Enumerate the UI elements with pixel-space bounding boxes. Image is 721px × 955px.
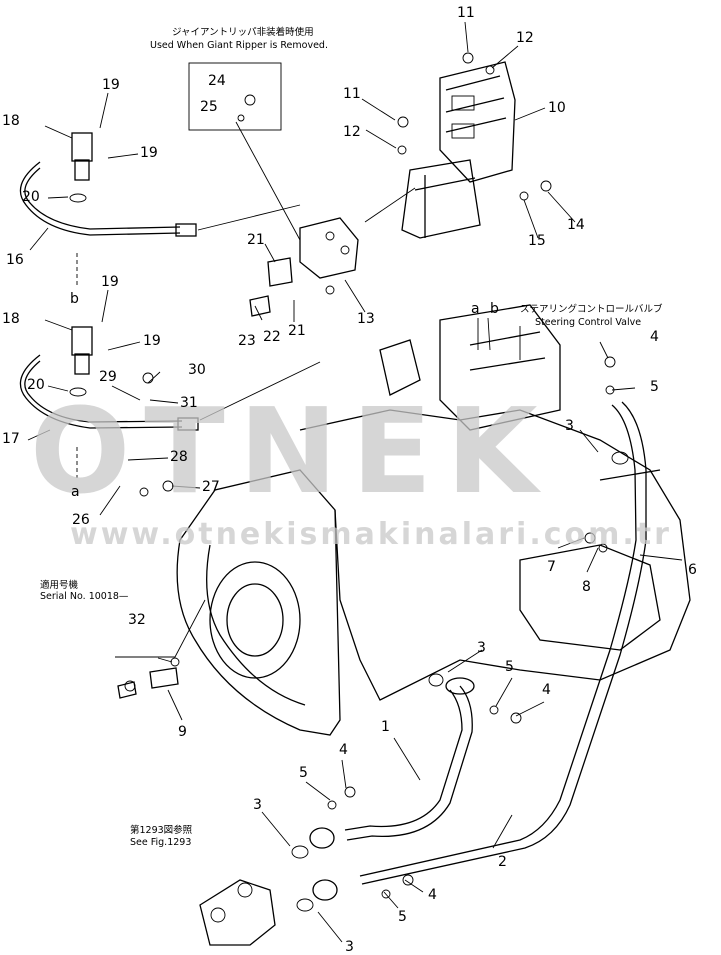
callout-19: 19 xyxy=(102,77,120,93)
callout-5: 5 xyxy=(505,659,514,675)
callout-4: 4 xyxy=(650,329,659,345)
callout-2: 2 xyxy=(498,854,507,870)
callout-label-a: a xyxy=(71,484,80,500)
transmission-housing xyxy=(176,304,691,736)
callout-17: 17 xyxy=(2,431,20,447)
valve-block-13 xyxy=(299,217,359,295)
callout-3: 3 xyxy=(345,939,354,955)
note-fig-en: See Fig.1293 xyxy=(130,837,192,848)
callout-14: 14 xyxy=(567,217,585,233)
callout-8: 8 xyxy=(582,579,591,595)
callout-23: 23 xyxy=(238,333,256,349)
pressure-switch-upper xyxy=(19,132,197,237)
note-serial-en: Serial No. 10018— xyxy=(40,591,129,602)
callout-3: 3 xyxy=(477,640,486,656)
callout-1: 1 xyxy=(381,719,390,735)
callout-11: 11 xyxy=(457,5,475,21)
pump-body xyxy=(199,879,276,946)
callout-22: 22 xyxy=(263,329,281,345)
callout-31: 31 xyxy=(180,395,198,411)
callout-12: 12 xyxy=(516,30,534,46)
callout-3: 3 xyxy=(253,797,262,813)
callout-19: 19 xyxy=(101,274,119,290)
callout-label-b: b xyxy=(70,291,79,307)
callout-5: 5 xyxy=(650,379,659,395)
callout-4: 4 xyxy=(339,742,348,758)
note-giant-ripper-jp: ジャイアントリッパ非装着時使用 xyxy=(172,27,314,38)
callout-5: 5 xyxy=(398,909,407,925)
callout-27: 27 xyxy=(202,479,220,495)
leader-lines xyxy=(27,21,683,943)
note-steering-en: Steering Control Valve xyxy=(535,317,642,328)
callout-30: 30 xyxy=(188,362,206,378)
callout-32: 32 xyxy=(128,612,146,628)
watermark-url: www.otnekismakinalari.com.tr xyxy=(70,517,672,552)
callout-21: 21 xyxy=(247,232,265,248)
note-steering-jp: ステアリングコントロールバルブ xyxy=(520,304,663,315)
watermark-logo: OTNEK xyxy=(30,382,552,520)
callout-4: 4 xyxy=(428,887,437,903)
callout-5: 5 xyxy=(299,765,308,781)
fasteners xyxy=(124,52,616,899)
callout-4: 4 xyxy=(542,682,551,698)
callout-21: 21 xyxy=(288,323,306,339)
callout-label-b: b xyxy=(490,301,499,317)
callout-label-a: a xyxy=(471,301,480,317)
callout-19: 19 xyxy=(143,333,161,349)
callout-28: 28 xyxy=(170,449,188,465)
callout-10: 10 xyxy=(548,100,566,116)
pipe-2 xyxy=(359,401,647,885)
callout-9: 9 xyxy=(178,724,187,740)
pressure-switch-lower xyxy=(19,326,199,431)
pipe-1 xyxy=(344,677,475,841)
callout-16: 16 xyxy=(6,252,24,268)
callout-12: 12 xyxy=(343,124,361,140)
callout-19: 19 xyxy=(140,145,158,161)
callout-20: 20 xyxy=(27,377,45,393)
callout-3: 3 xyxy=(565,418,574,434)
bracket-10 xyxy=(364,61,516,239)
callout-18: 18 xyxy=(2,311,20,327)
callout-13: 13 xyxy=(357,311,375,327)
callout-6: 6 xyxy=(688,562,697,578)
callout-11: 11 xyxy=(343,86,361,102)
note-fig-jp: 第1293図参照 xyxy=(130,825,193,836)
inset-box xyxy=(188,62,282,131)
callout-7: 7 xyxy=(547,559,556,575)
callout-20: 20 xyxy=(22,189,40,205)
note-serial-jp: 適用号機 xyxy=(40,580,79,591)
note-giant-ripper-en: Used When Giant Ripper is Removed. xyxy=(150,40,328,51)
callout-24: 24 xyxy=(208,73,226,89)
callout-18: 18 xyxy=(2,113,20,129)
callout-29: 29 xyxy=(99,369,117,385)
callout-15: 15 xyxy=(528,233,546,249)
callout-25: 25 xyxy=(200,99,218,115)
callout-26: 26 xyxy=(72,512,90,528)
